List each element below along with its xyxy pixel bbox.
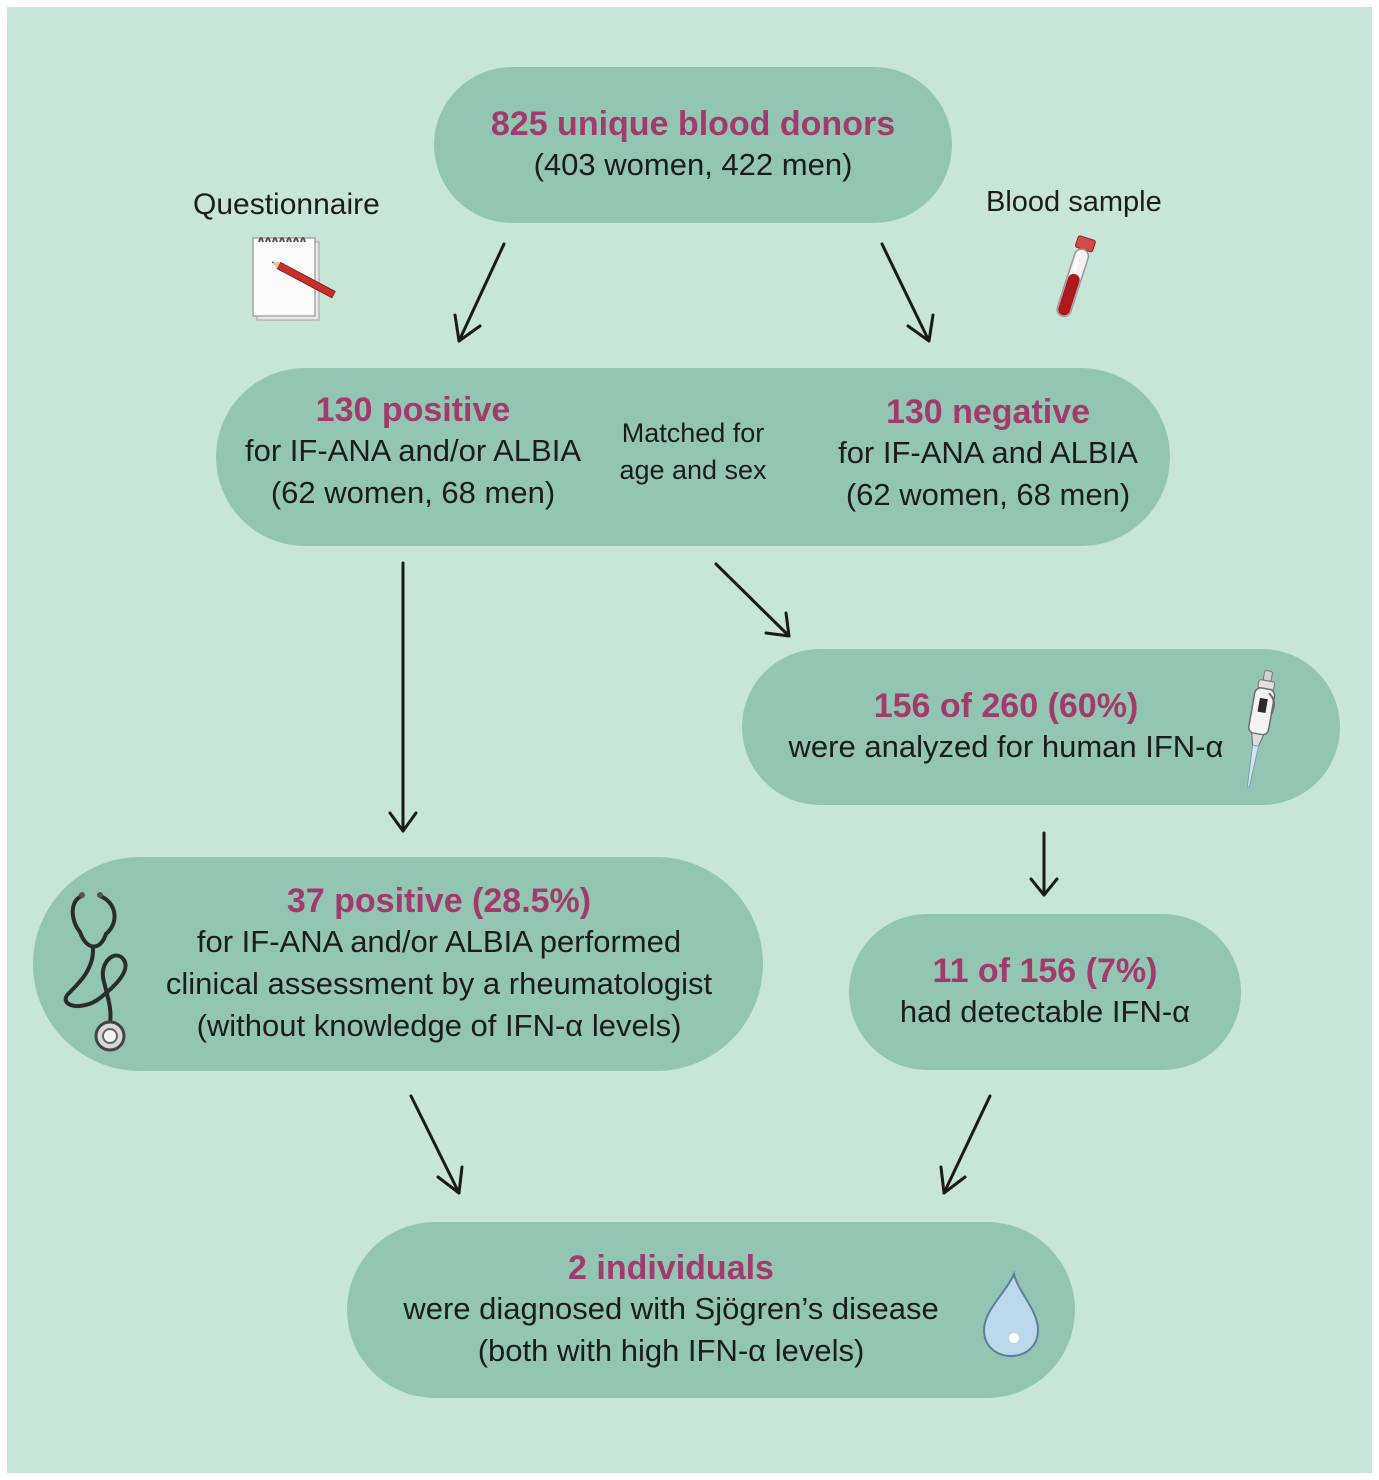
assessed-heading: 37 positive (28.5%) [286,882,592,920]
droplet-icon [982,1270,1040,1358]
donors-detail: (403 women, 422 men) [533,147,853,182]
negative-heading: 130 negative [885,393,1091,431]
matched-group: Matched for age and sex [608,415,778,489]
arrow-screening-to-analyzed [714,562,791,638]
pipette-icon [1246,670,1276,788]
arrow-detectable-to-diagnosed [939,1094,992,1195]
arrow-analyzed-to-detectable [1029,831,1059,897]
questionnaire-label: Questionnaire [193,188,380,221]
assessed-line3: (without knowledge of IFN-α levels) [196,1008,682,1043]
diagnosed-line1: were diagnosed with Sjögren’s disease [403,1291,939,1326]
arrow-positive-to-assessed [388,561,418,833]
detectable-detail: had detectable IFN-α [899,994,1191,1029]
notepad-icon [252,237,336,321]
donors-node: 825 unique blood donors (403 women, 422 … [434,67,952,223]
negative-sex-split: (62 women, 68 men) [845,477,1131,512]
analyzed-node: 156 of 260 (60%) were analyzed for human… [742,649,1340,805]
diagnosed-node: 2 individuals were diagnosed with Sjögre… [347,1222,1075,1398]
arrow-donors-to-positive [453,242,506,343]
arrow-assessed-to-diagnosed [409,1094,464,1195]
detectable-node: 11 of 156 (7%) had detectable IFN-α [849,914,1241,1070]
diagnosed-line2: (both with high IFN-α levels) [477,1333,865,1368]
donors-heading: 825 unique blood donors [490,105,896,143]
analyzed-heading: 156 of 260 (60%) [873,687,1139,725]
diagnosed-heading: 2 individuals [568,1249,774,1287]
matched-line2: age and sex [619,455,767,485]
negative-group: 130 negative for IF-ANA and ALBIA (62 wo… [828,392,1148,516]
stethoscope-icon [63,892,128,1052]
assessed-line1: for IF-ANA and/or ALBIA performed [196,924,682,959]
matched-line1: Matched for [621,418,765,448]
negative-criteria: for IF-ANA and ALBIA [838,435,1138,470]
blood-sample-label: Blood sample [986,186,1162,218]
analyzed-detail: were analyzed for human IFN-α [788,729,1224,764]
detectable-heading: 11 of 156 (7%) [932,952,1158,990]
positive-criteria: for IF-ANA and/or ALBIA [245,433,581,468]
positive-sex-split: (62 women, 68 men) [270,475,556,510]
blood-tube-icon [1056,235,1096,318]
assessed-line2: clinical assessment by a rheumatologist [165,966,713,1001]
positive-group: 130 positive for IF-ANA and/or ALBIA (62… [236,390,590,514]
arrow-donors-to-negative [880,242,935,343]
positive-heading: 130 positive [315,391,511,429]
screening-node: 130 positive for IF-ANA and/or ALBIA (62… [216,368,1170,546]
assessed-node: 37 positive (28.5%) for IF-ANA and/or AL… [33,857,763,1071]
